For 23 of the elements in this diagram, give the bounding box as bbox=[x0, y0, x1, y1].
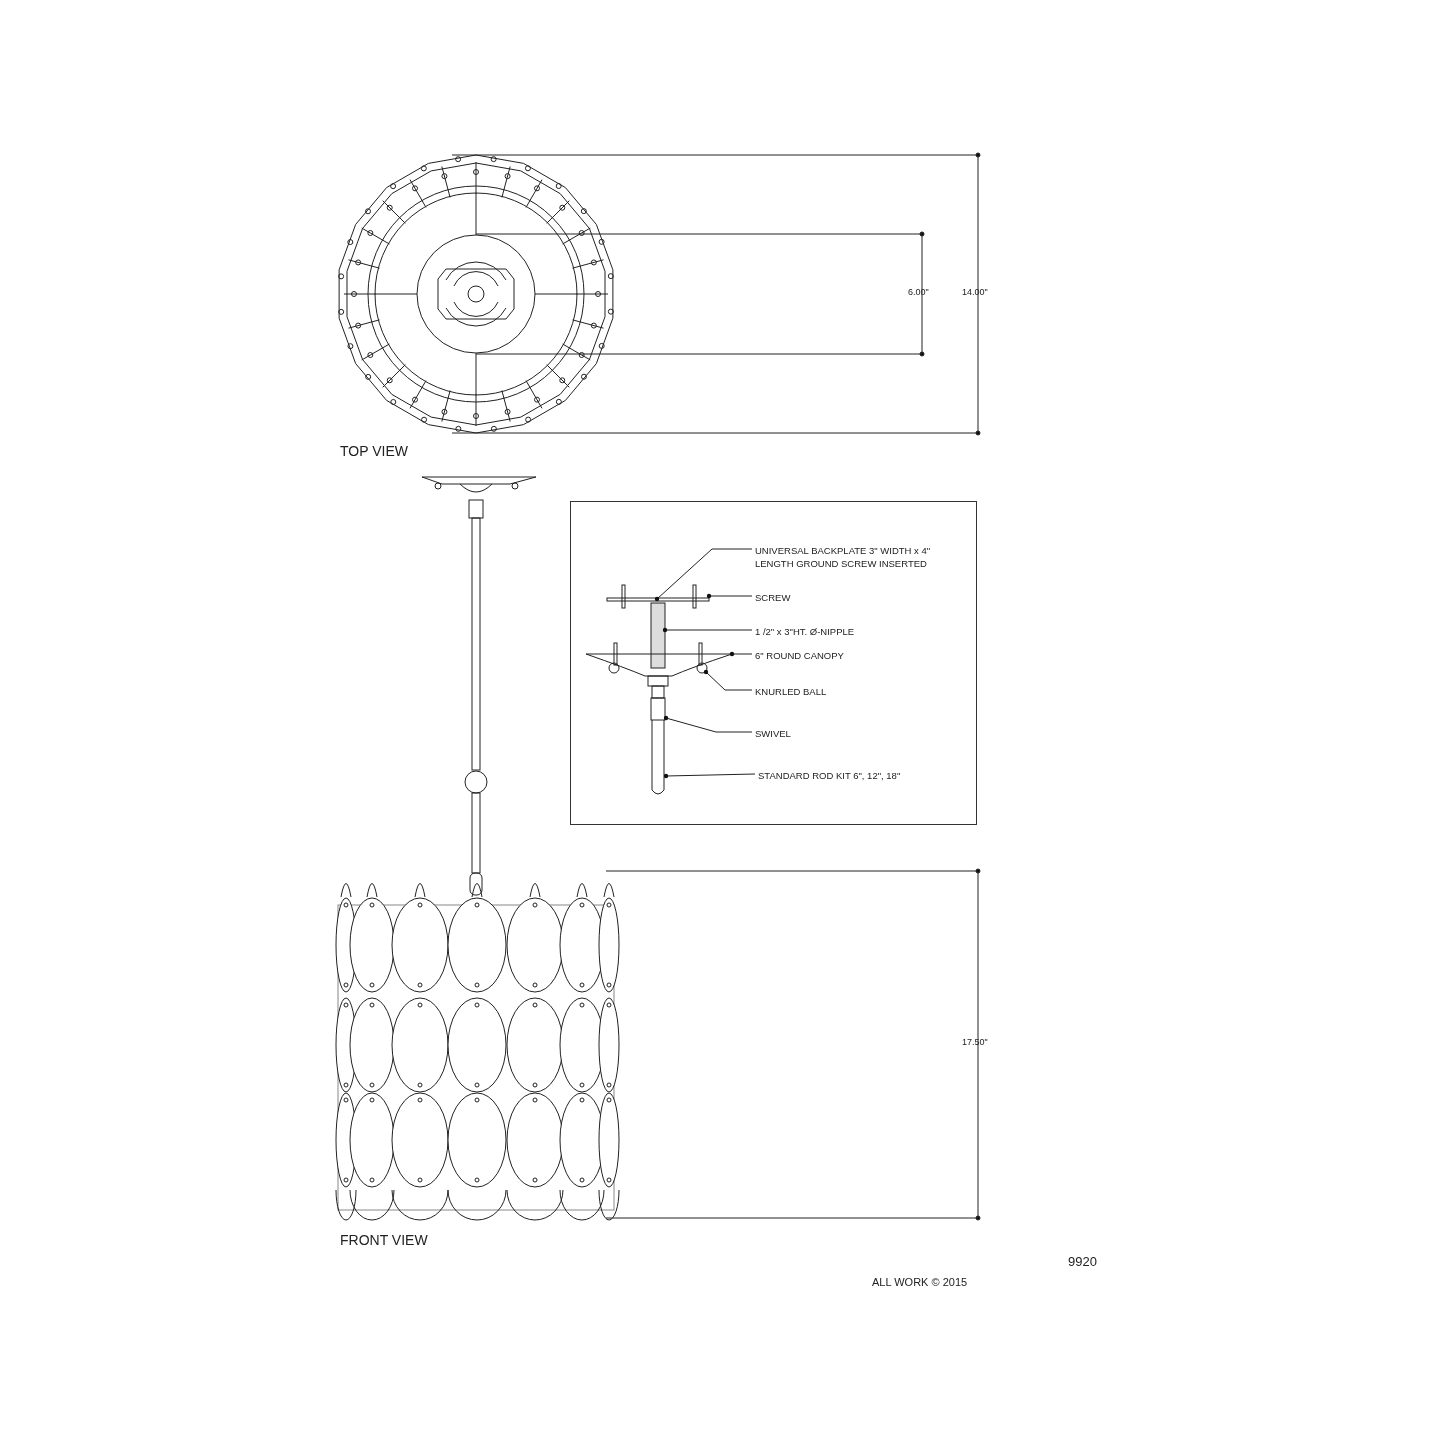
callout-text: UNIVERSAL BACKPLATE 3" WIDTH x 4" LENGTH GROUND SCREW INSERTED bbox=[755, 544, 955, 570]
callout-text: SCREW bbox=[755, 591, 875, 604]
view-title: FRONT VIEW bbox=[340, 1233, 428, 1247]
callout-text: 6" ROUND CANOPY bbox=[755, 649, 915, 662]
leader-line bbox=[663, 773, 756, 779]
drawing-number: 9920 bbox=[1068, 1255, 1097, 1268]
dimension-text: 14.00" bbox=[962, 288, 988, 297]
mounting-hardware-drawing bbox=[585, 584, 733, 795]
leader-line bbox=[654, 548, 753, 602]
leader-line bbox=[729, 651, 753, 657]
callout-text: KNURLED BALL bbox=[755, 685, 915, 698]
copyright-note: ALL WORK © 2015 bbox=[872, 1277, 968, 1288]
leader-line bbox=[662, 627, 753, 633]
callout-text: STANDARD ROD KIT 6", 12", 18" bbox=[758, 769, 958, 782]
leader-line bbox=[706, 593, 753, 599]
view-title: TOP VIEW bbox=[340, 444, 408, 458]
leader-line bbox=[703, 669, 753, 691]
detail-frame bbox=[570, 501, 977, 825]
callout-text: 1 /2" x 3"HT. Ø-NIPPLE bbox=[755, 625, 915, 638]
leader-line bbox=[663, 715, 753, 733]
callout-text: SWIVEL bbox=[755, 727, 915, 740]
dimension-text: 17.50" bbox=[962, 1038, 988, 1047]
dimension-text: 6.00" bbox=[908, 288, 929, 297]
